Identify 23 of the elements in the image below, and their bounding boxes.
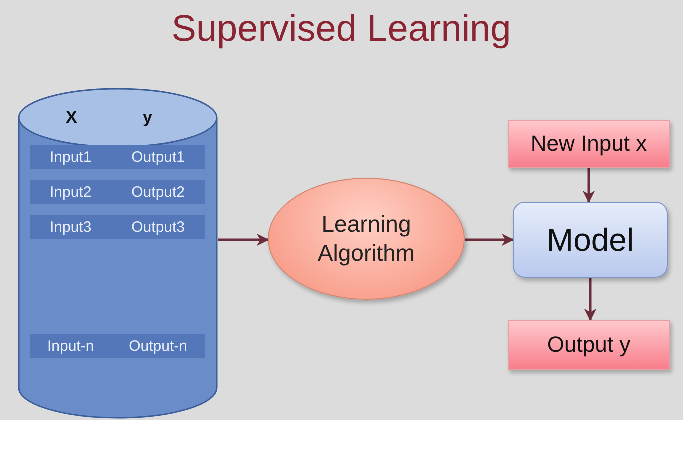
data-box [508,320,670,370]
cell-text: Output1 [132,148,186,166]
column-header: X [66,108,78,128]
arrow [465,234,514,246]
cell-text: Input2 [50,184,92,200]
node-label: Output y [547,332,631,358]
node-label: New Input x [530,131,648,157]
data-row [30,145,205,169]
cell-text: Output-n [129,338,188,354]
data-box [508,120,670,168]
arrow [584,278,597,322]
node-label: Learning Algorithm [316,210,416,268]
cell-text: Output2 [132,184,186,200]
cell-text: Input-n [47,338,94,354]
node-label: Model [546,222,634,258]
title: Supervised Learning [170,8,512,50]
cell-text: Input1 [50,148,92,166]
model-box [513,202,668,278]
column-header: y [143,108,152,128]
cell-text: Output3 [132,218,186,236]
arrow [218,234,270,246]
arrow [582,168,596,204]
cell-text: Input3 [50,218,92,236]
